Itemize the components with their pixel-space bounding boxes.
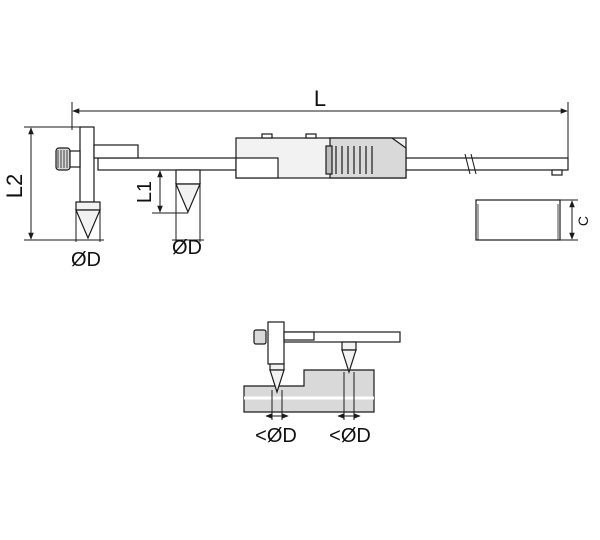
beam-cross-section (475, 199, 578, 241)
label-diameter-left: ØD (71, 249, 101, 271)
usage-view (243, 321, 401, 420)
label-section-c: C (575, 216, 591, 226)
usage-knob (253, 329, 267, 345)
middle-conical-tip (175, 183, 201, 214)
length-dimension (71, 102, 569, 168)
middle-arm (175, 169, 201, 185)
workpiece (243, 369, 375, 413)
label-measure-left: <ØD (255, 425, 297, 447)
l1-dimension (152, 169, 188, 214)
label-l2: L2 (2, 174, 27, 198)
label-diameter-mid: ØD (172, 237, 202, 259)
label-length: L (314, 86, 326, 111)
label-measure-right: <ØD (329, 425, 371, 447)
slider-body (235, 133, 407, 179)
left-conical-tip (75, 209, 101, 240)
left-tip-holder (75, 201, 101, 211)
caliper-top-view (24, 102, 578, 242)
label-l1: L1 (134, 181, 156, 203)
l2-dimension (24, 126, 80, 241)
left-arm (79, 126, 95, 203)
